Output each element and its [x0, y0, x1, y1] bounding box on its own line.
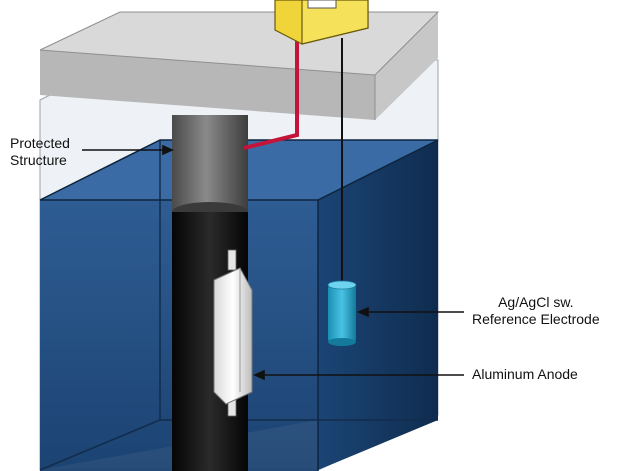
label-protected-structure-line1: Protected — [10, 135, 70, 151]
voltmeter-box-icon — [274, 0, 369, 45]
label-protected-structure: Protected Structure — [10, 135, 70, 169]
label-reference-electrode-line2: Reference Electrode — [472, 311, 600, 327]
label-reference-electrode-line1: Ag/AgCl sw. — [498, 294, 574, 310]
label-aluminum-anode: Aluminum Anode — [472, 366, 578, 382]
water-right-face — [318, 140, 438, 470]
reference-electrode-assembly — [327, 38, 357, 346]
label-protected-structure-line2: Structure — [10, 152, 67, 168]
aluminum-anode — [213, 249, 253, 417]
reference-electrode-icon — [327, 280, 357, 346]
label-reference-electrode: Ag/AgCl sw. Reference Electrode — [472, 294, 600, 328]
leader-lines — [82, 144, 464, 381]
structure-lead-wire — [243, 40, 299, 150]
